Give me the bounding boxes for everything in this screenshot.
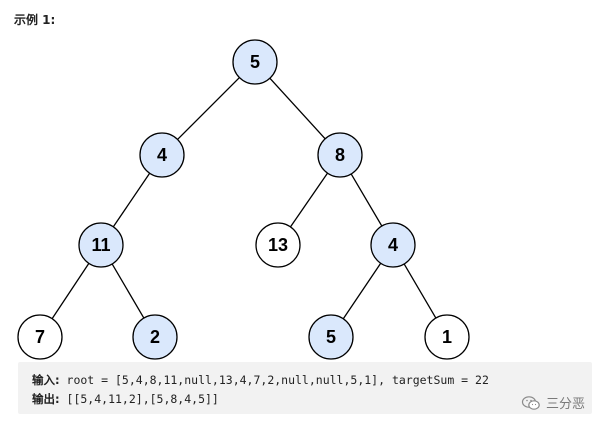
watermark-text: 三分恶 bbox=[545, 397, 585, 412]
binary-tree-diagram: 5 4 8 11 13 4 7 2 5 1 bbox=[17, 39, 470, 360]
tree-node: 7 bbox=[17, 314, 63, 360]
tree-node: 8 bbox=[317, 132, 363, 178]
tree-node-value: 1 bbox=[442, 327, 452, 347]
output-line: 输出: [[5,4,11,2],[5,8,4,5]] bbox=[32, 391, 219, 407]
tree-edge bbox=[112, 172, 151, 228]
wechat-icon bbox=[521, 395, 540, 410]
tree-edge bbox=[111, 263, 145, 319]
tree-node: 5 bbox=[232, 39, 278, 85]
tree-node-value: 5 bbox=[250, 52, 260, 72]
tree-edge bbox=[403, 263, 437, 319]
tree-node-value: 7 bbox=[35, 327, 45, 347]
tree-node-circle bbox=[132, 314, 178, 360]
tree-node-circle bbox=[232, 39, 278, 85]
tree-edge bbox=[342, 262, 382, 320]
tree-node-circle bbox=[255, 222, 301, 268]
watermark: 三分恶 bbox=[521, 393, 585, 412]
tree-node-circle bbox=[308, 314, 354, 360]
tree-node: 4 bbox=[139, 132, 185, 178]
tree-node-circle bbox=[17, 314, 63, 360]
tree-node: 5 bbox=[308, 314, 354, 360]
tree-edge bbox=[289, 172, 329, 228]
tree-node-value: 8 bbox=[335, 145, 345, 165]
input-line: 输入: root = [5,4,8,11,null,13,4,7,2,null,… bbox=[32, 372, 489, 388]
example-code-block: 输入: root = [5,4,8,11,null,13,4,7,2,null,… bbox=[18, 362, 592, 414]
tree-node-circle bbox=[370, 222, 416, 268]
tree-node: 13 bbox=[255, 222, 301, 268]
tree-node-circle bbox=[78, 222, 124, 268]
tree-node-value: 5 bbox=[326, 327, 336, 347]
tree-node-circle bbox=[317, 132, 363, 178]
tree-node-value: 4 bbox=[157, 145, 167, 165]
example-heading: 示例 1: bbox=[14, 13, 56, 27]
tree-edge bbox=[177, 77, 240, 140]
tree-node-value: 2 bbox=[150, 327, 160, 347]
tree-node: 4 bbox=[370, 222, 416, 268]
tree-edges bbox=[51, 77, 437, 320]
output-value: [[5,4,11,2],[5,8,4,5]] bbox=[59, 392, 219, 406]
tree-node-value: 11 bbox=[91, 235, 110, 255]
tree-edge bbox=[350, 173, 383, 227]
tree-nodes: 5 4 8 11 13 4 7 2 5 1 bbox=[17, 39, 470, 360]
tree-node: 1 bbox=[424, 314, 470, 360]
tree-edge bbox=[269, 77, 326, 140]
input-label: 输入: bbox=[32, 373, 60, 387]
tree-node-circle bbox=[424, 314, 470, 360]
tree-node-circle bbox=[139, 132, 185, 178]
tree-edge bbox=[51, 262, 90, 320]
tree-node-value: 13 bbox=[268, 235, 288, 255]
output-label: 输出: bbox=[32, 392, 60, 406]
input-value: root = [5,4,8,11,null,13,4,7,2,null,null… bbox=[59, 373, 489, 387]
tree-node-value: 4 bbox=[388, 235, 398, 255]
tree-node: 11 bbox=[78, 222, 124, 268]
tree-node: 2 bbox=[132, 314, 178, 360]
